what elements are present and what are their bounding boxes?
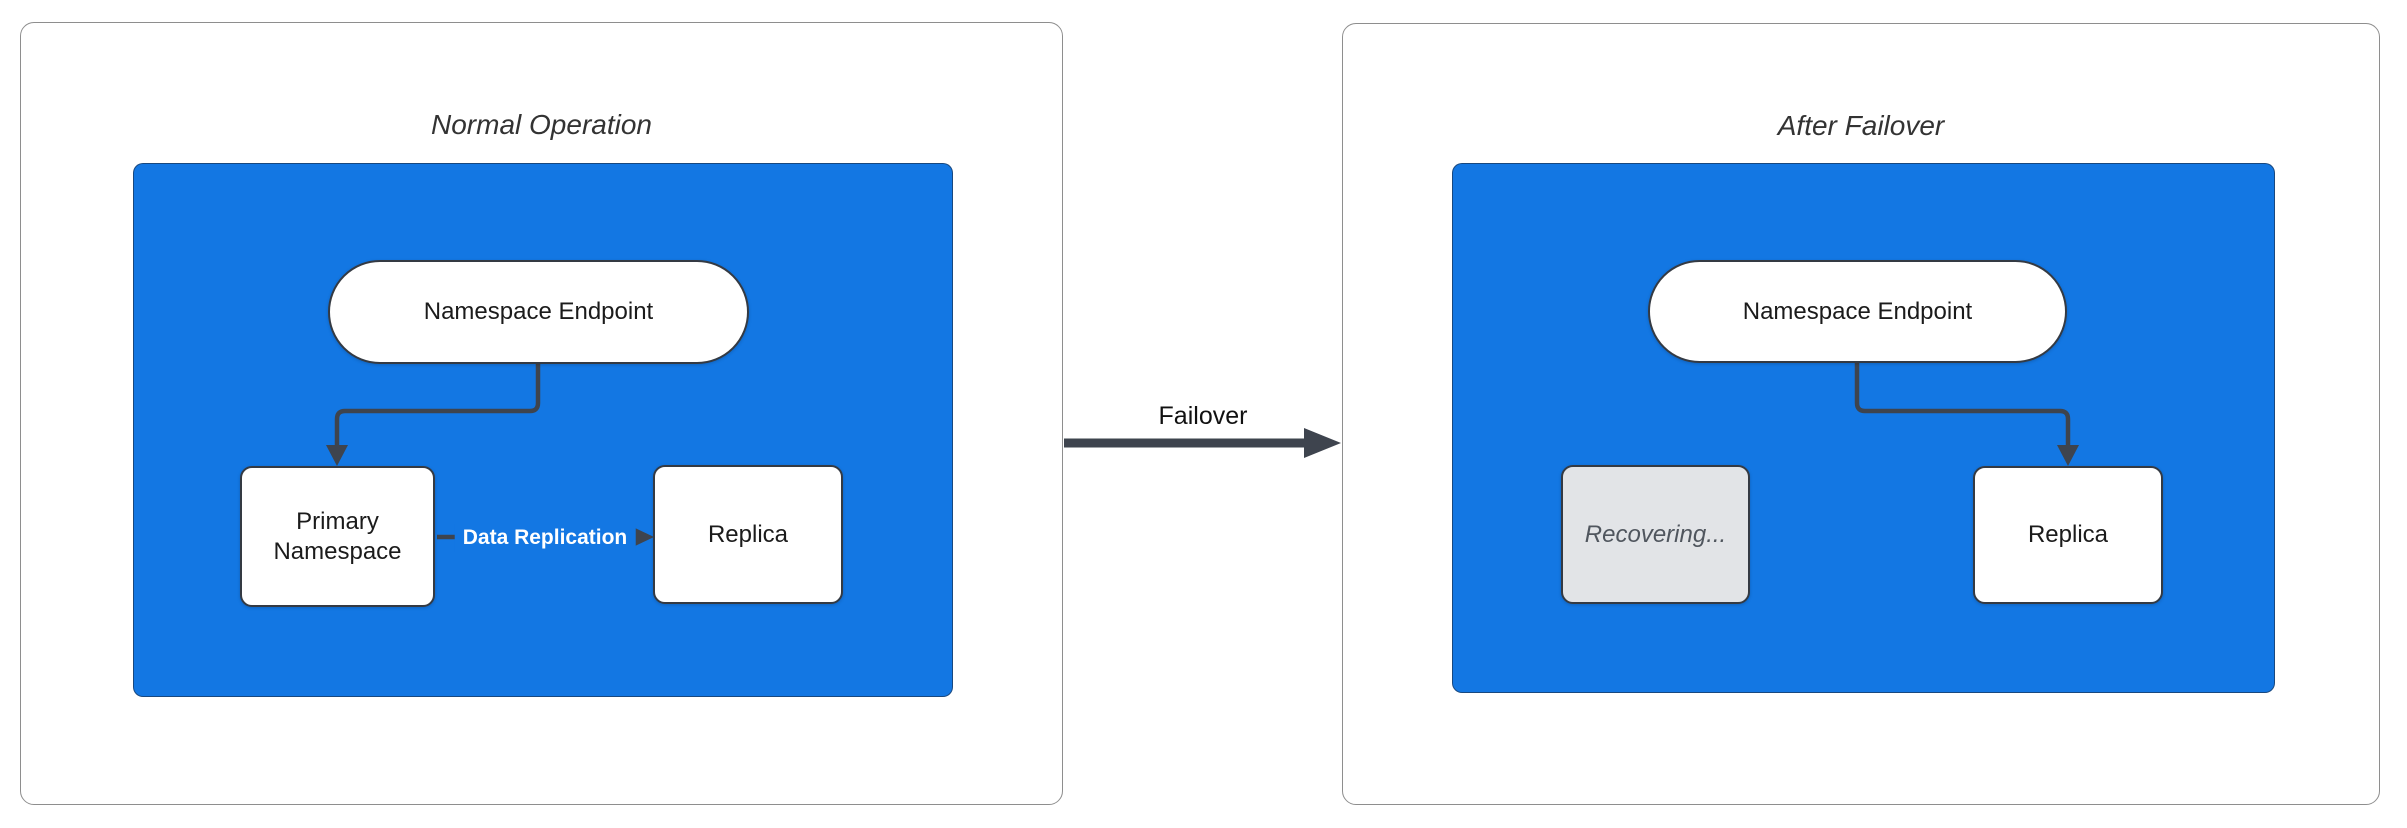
node-namespace-endpoint-normal: Namespace Endpoint bbox=[328, 260, 749, 364]
node-label: Recovering... bbox=[1584, 520, 1727, 548]
node-primary-namespace: Primary Namespace bbox=[240, 466, 435, 607]
node-namespace-endpoint-failover: Namespace Endpoint bbox=[1648, 260, 2067, 363]
panel-title-after-failover: After Failover bbox=[1777, 110, 1945, 141]
cluster-box-normal bbox=[133, 163, 953, 697]
cluster-box-failover bbox=[1452, 163, 2275, 693]
node-label: Namespace Endpoint bbox=[1742, 297, 1973, 325]
node-recovering: Recovering... bbox=[1561, 465, 1750, 604]
transition-label-failover: Failover bbox=[1158, 402, 1248, 431]
panel-title-normal-operation: Normal Operation bbox=[431, 109, 652, 140]
node-label: Primary Namespace bbox=[273, 507, 402, 565]
edge-label-data-replication: Data Replication bbox=[454, 524, 636, 552]
node-label: Namespace Endpoint bbox=[423, 298, 654, 325]
node-label: Replica bbox=[2027, 521, 2109, 548]
node-replica-failover: Replica bbox=[1973, 466, 2163, 604]
arrowhead-failover bbox=[1304, 428, 1341, 458]
node-replica-normal: Replica bbox=[653, 465, 843, 604]
node-label: Replica bbox=[707, 520, 789, 548]
